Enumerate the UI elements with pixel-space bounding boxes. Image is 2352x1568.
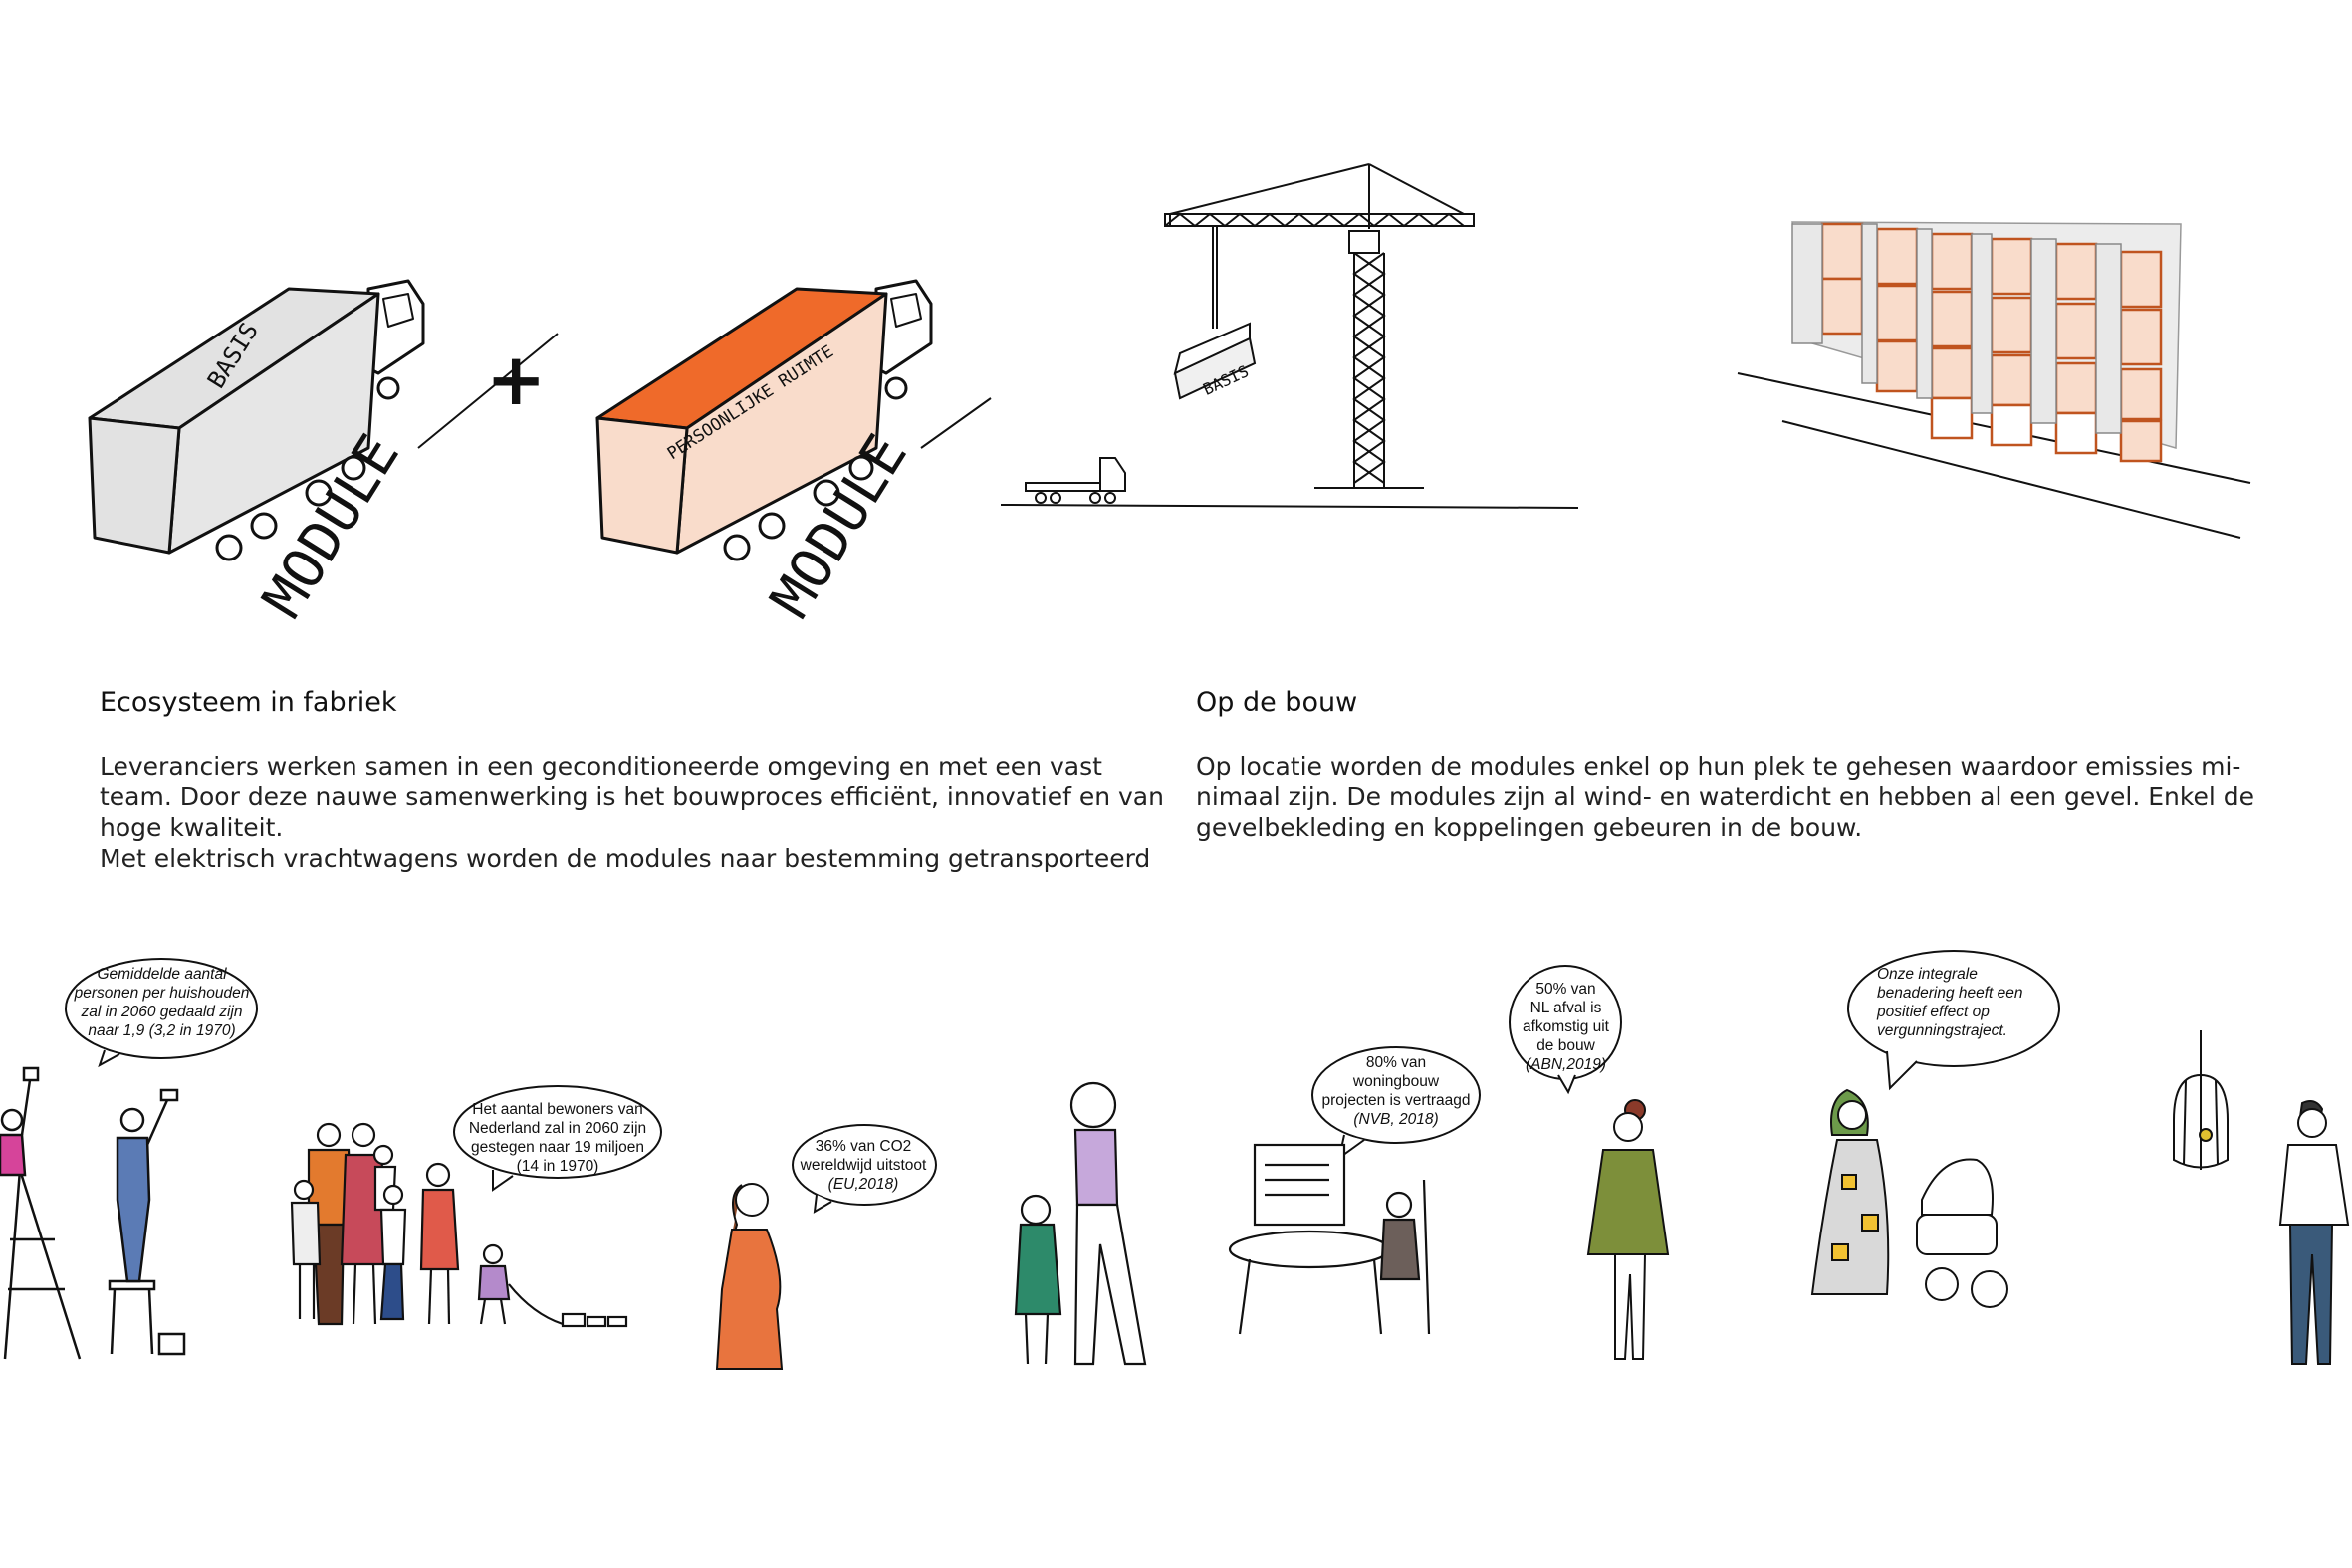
body-line: team. Door deze nauwe samenwerking is he… bbox=[100, 783, 1164, 811]
bubble-text-huishouden: Gemiddelde aantal personen per huishoude… bbox=[70, 965, 254, 1040]
bubble-text-integrale: Onze integrale benadering heeft een posi… bbox=[1877, 965, 2051, 1040]
crane-scene: BASIS bbox=[1000, 163, 1579, 509]
body-line: Leveranciers werken samen in een gecondi… bbox=[100, 752, 1102, 781]
pram-woman-illustration bbox=[1810, 1088, 2008, 1308]
bubble-text-co2: 36% van CO2 wereldwijd uitstoot (EU,2018… bbox=[794, 1137, 933, 1194]
man-illustration bbox=[2278, 1100, 2350, 1365]
bubble-source: (NVB, 2018) bbox=[1353, 1111, 1439, 1128]
persoonlijke-ruimte-truck: PERSOONLIJKE RUIMTE MODULE bbox=[595, 279, 933, 629]
body-line: nimaal zijn. De modules zijn al wind- en… bbox=[1196, 783, 2254, 811]
basis-module-truck: BASIS MODULE bbox=[88, 279, 425, 629]
speech-bubble bbox=[1311, 1046, 1481, 1161]
bubble-line: benadering heeft een bbox=[1877, 985, 2023, 1002]
body-line: gevelbekleding en koppelingen gebeuren i… bbox=[1196, 813, 1863, 842]
bubble-line: zal in 2060 gedaald zijn bbox=[81, 1004, 243, 1020]
bubble-text-afval: 50% van NL afval is afkomstig uit de bou… bbox=[1509, 980, 1623, 1074]
bubble-line: woningbouw bbox=[1352, 1073, 1440, 1090]
bubble-line: Gemiddelde aantal bbox=[97, 966, 227, 983]
bubble-line: (14 in 1970) bbox=[516, 1158, 599, 1175]
woman-illustration bbox=[715, 1183, 784, 1370]
painters-illustration bbox=[0, 1066, 186, 1360]
bubble-line: wereldwijd uitstoot bbox=[800, 1157, 927, 1174]
bubble-text-woningbouw: 80% van woningbouw projecten is vertraag… bbox=[1312, 1053, 1480, 1129]
bubble-line: de bouw bbox=[1536, 1037, 1595, 1054]
section-title-op-de-bouw: Op de bouw bbox=[1196, 687, 1358, 718]
road-line bbox=[417, 333, 559, 449]
bubble-line: vergunningstraject. bbox=[1877, 1022, 2007, 1039]
plus-sign: + bbox=[486, 337, 547, 421]
bubble-line: afkomstig uit bbox=[1522, 1018, 1609, 1035]
bubble-line: personen per huishouden bbox=[74, 985, 250, 1002]
speech-bubble bbox=[1847, 950, 2060, 1091]
bubble-line: projecten is vertraagd bbox=[1321, 1092, 1471, 1109]
bubble-line: gestegen naar 19 miljoen bbox=[470, 1139, 645, 1156]
family-illustration bbox=[290, 1122, 628, 1328]
bubble-line: naar 1,9 (3,2 in 1970) bbox=[88, 1022, 236, 1039]
birdcage-illustration bbox=[2173, 1030, 2229, 1170]
speech-bubble bbox=[1509, 965, 1622, 1095]
stacked-modules-building bbox=[1737, 221, 2251, 539]
bubble-line: Onze integrale bbox=[1877, 966, 1978, 983]
bubble-source: (ABN,2019) bbox=[1526, 1056, 1606, 1073]
jacket-woman-illustration bbox=[1586, 1099, 1670, 1360]
bubble-line: 36% van CO2 bbox=[815, 1138, 912, 1155]
speech-bubble bbox=[792, 1124, 937, 1214]
bubble-line: NL afval is bbox=[1529, 1000, 1602, 1016]
section-body-op-de-bouw: Op locatie worden de modules enkel op hu… bbox=[1196, 751, 2254, 843]
bubble-source: (EU,2018) bbox=[827, 1176, 899, 1193]
speech-bubble bbox=[65, 958, 258, 1068]
speech-bubble bbox=[453, 1085, 662, 1192]
body-line: Op locatie worden de modules enkel op hu… bbox=[1196, 752, 2241, 781]
body-line: hoge kwaliteit. bbox=[100, 813, 284, 842]
section-title-ecosysteem: Ecosysteem in fabriek bbox=[100, 687, 397, 718]
bubble-line: 80% van bbox=[1365, 1054, 1427, 1071]
bubble-line: Het aantal bewoners van bbox=[472, 1101, 643, 1118]
bubble-line: 50% van bbox=[1535, 981, 1596, 998]
road-line bbox=[920, 397, 992, 449]
mother-child-illustration bbox=[1014, 1081, 1147, 1366]
bubble-text-bewoners: Het aantal bewoners van Nederland zal in… bbox=[463, 1100, 652, 1176]
section-body-ecosysteem: Leveranciers werken samen in een gecondi… bbox=[100, 751, 1164, 874]
bubble-line: positief effect op bbox=[1877, 1004, 1990, 1020]
body-line: Met elektrisch vrachtwagens worden de mo… bbox=[100, 844, 1151, 873]
newspaper-table-illustration bbox=[1228, 1143, 1431, 1335]
bubble-line: Nederland zal in 2060 zijn bbox=[468, 1120, 647, 1137]
